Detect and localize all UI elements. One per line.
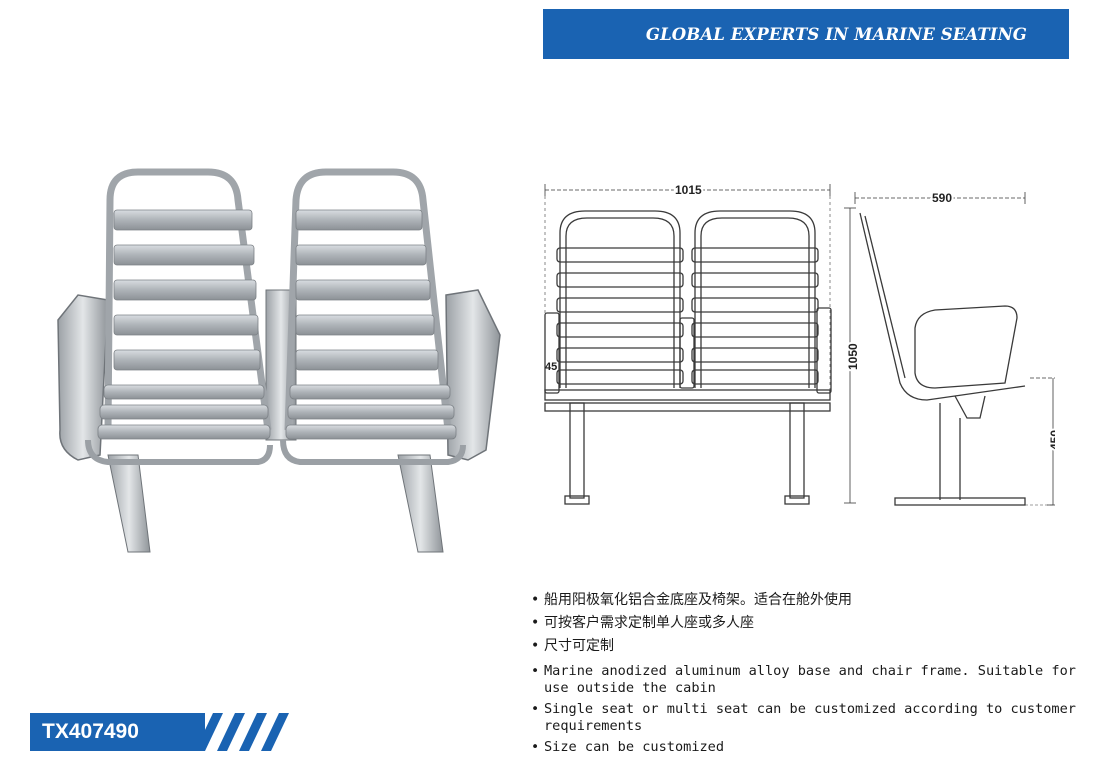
spec-item: 可按客户需求定制单人座或多人座 xyxy=(530,614,1090,632)
spec-item: Size can be customized xyxy=(530,739,1090,756)
technical-drawing: 1015 590 1050 450 45 xyxy=(544,181,1055,506)
spec-item: Marine anodized aluminum alloy base and … xyxy=(530,663,1090,697)
dim-height-label: 1050 xyxy=(846,343,860,370)
dim-seat-height-label: 450 xyxy=(1048,430,1055,450)
spec-item: 船用阳极氧化铝合金底座及椅架。适合在舱外使用 xyxy=(530,591,1090,609)
decorative-stripes-icon xyxy=(195,713,289,751)
dim-width-label: 1015 xyxy=(675,183,702,197)
dim-depth-label: 590 xyxy=(932,191,952,205)
dim-arm-label: 45 xyxy=(545,361,557,373)
spec-item: 尺寸可定制 xyxy=(530,637,1090,655)
model-number-badge: TX407490 xyxy=(30,713,205,751)
header-tagline: GLOBAL EXPERTS IN MARINE SEATING xyxy=(645,24,1027,44)
spec-list: 船用阳极氧化铝合金底座及椅架。适合在舱外使用 可按客户需求定制单人座或多人座 尺… xyxy=(530,591,1090,760)
product-photo xyxy=(57,168,501,553)
spec-item: Single seat or multi seat can be customi… xyxy=(530,701,1090,735)
header-banner: GLOBAL EXPERTS IN MARINE SEATING xyxy=(543,9,1069,59)
model-number: TX407490 xyxy=(42,720,139,743)
